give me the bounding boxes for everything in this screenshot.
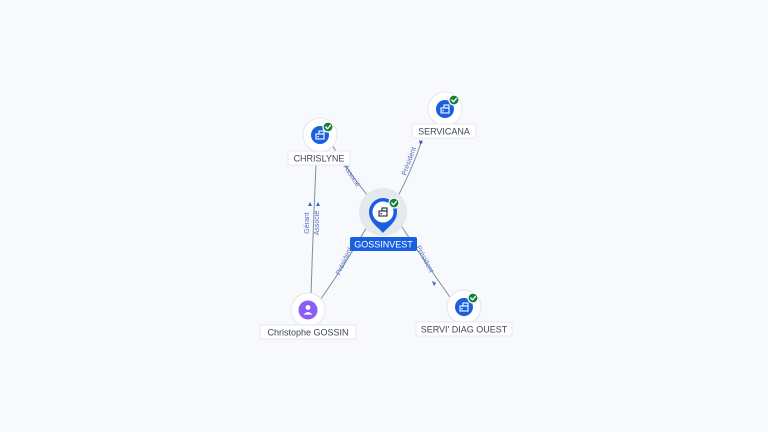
check-badge-icon <box>388 197 400 209</box>
check-badge-icon <box>322 121 334 133</box>
node-label-box <box>411 123 477 139</box>
edge-gossin-gossinvest[interactable]: Président <box>319 224 369 301</box>
node-label: Christophe GOSSIN <box>267 328 348 338</box>
node-label: CHRISLYNE <box>294 154 345 164</box>
edge-label: Gérant <box>304 212 311 233</box>
edge-line <box>319 224 369 301</box>
node-label: GOSSINVEST <box>354 240 413 250</box>
edge-label: Associé <box>314 211 321 236</box>
edge-label: Président <box>335 246 354 276</box>
pin-inner <box>372 201 394 223</box>
arrow-head <box>419 140 423 145</box>
node-servicana[interactable]: SERVICANA <box>411 91 477 139</box>
node-label-box <box>350 237 417 251</box>
check-badge-icon <box>467 292 479 304</box>
edge-line <box>310 164 317 297</box>
person-head <box>305 305 311 310</box>
node-label-box <box>415 321 513 337</box>
node-label: SERVI' DIAG OUEST <box>421 325 508 335</box>
edge-gossinvest-servicana[interactable]: Président <box>395 139 423 201</box>
node-gossinvest[interactable]: GOSSINVEST <box>350 188 417 251</box>
person-icon <box>298 300 318 320</box>
check-badge-icon <box>448 94 460 106</box>
node-label-box <box>259 324 357 340</box>
node-label: SERVICANA <box>418 127 470 137</box>
edge-gossinvest-servi-diag[interactable]: Président <box>399 223 453 301</box>
edge-label: Associé <box>342 164 361 188</box>
arrow-head <box>432 281 436 286</box>
arrow-head <box>316 202 320 206</box>
node-label-box <box>287 150 351 166</box>
edge-line <box>399 223 453 301</box>
edge-gossin-chrislyne[interactable]: Gérant Associé <box>304 164 321 297</box>
node-chrislyne[interactable]: CHRISLYNE <box>287 117 351 166</box>
node-christophe-gossin[interactable]: Christophe GOSSIN <box>259 292 357 340</box>
arrow-head <box>308 202 312 206</box>
edge-label: Président <box>414 245 434 274</box>
node-servi-diag-ouest[interactable]: SERVI' DIAG OUEST <box>415 289 513 337</box>
person-body <box>303 312 313 315</box>
building-icon <box>378 207 388 217</box>
